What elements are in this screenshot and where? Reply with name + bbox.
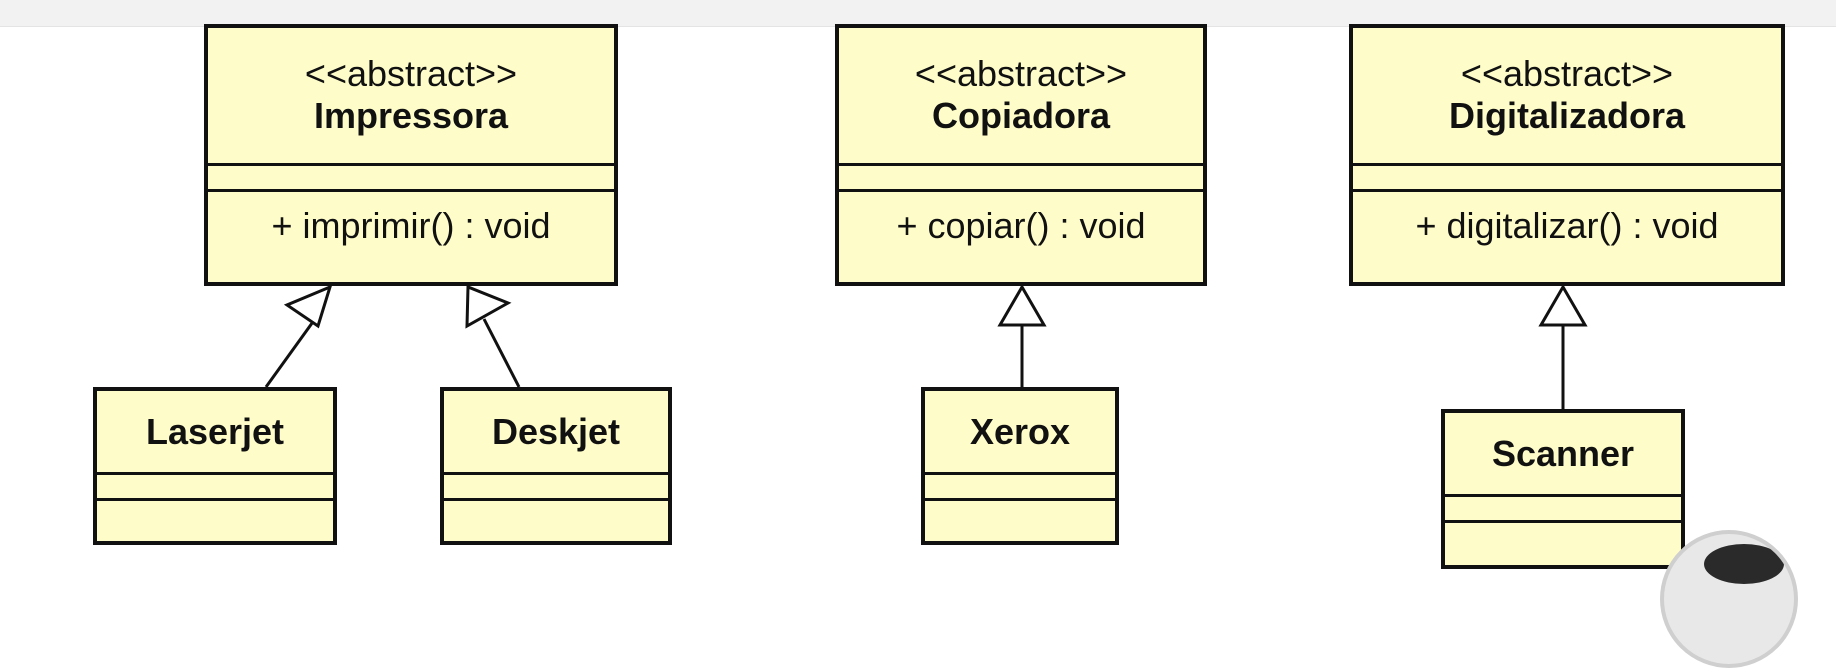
class-name: Impressora [313, 94, 509, 136]
stereotype-label: <<abstract>> [304, 52, 518, 94]
operations-section: + imprimir() : void [208, 192, 614, 260]
class-header: <<abstract>> Copiadora [839, 28, 1203, 166]
attributes-section [1353, 166, 1781, 192]
class-copiadora: <<abstract>> Copiadora + copiar() : void [835, 24, 1207, 286]
class-name: Scanner [1491, 432, 1635, 474]
attributes-section [925, 475, 1115, 501]
operations-section: + copiar() : void [839, 192, 1203, 260]
class-header: Scanner [1445, 413, 1681, 497]
class-deskjet: Deskjet [440, 387, 672, 545]
class-name: Xerox [969, 410, 1071, 452]
class-scanner: Scanner [1441, 409, 1685, 569]
class-header: <<abstract>> Impressora [208, 28, 614, 166]
attributes-section [1445, 497, 1681, 523]
class-xerox: Xerox [921, 387, 1119, 545]
class-digitalizadora: <<abstract>> Digitalizadora + digitaliza… [1349, 24, 1785, 286]
class-header: <<abstract>> Digitalizadora [1353, 28, 1781, 166]
operations-section: + digitalizar() : void [1353, 192, 1781, 260]
stereotype-label: <<abstract>> [914, 52, 1128, 94]
generalization-line-laserjet [264, 318, 317, 388]
operation-label: + copiar() : void [896, 205, 1146, 246]
attributes-section [97, 475, 333, 501]
class-name: Laserjet [145, 410, 285, 452]
attributes-section [208, 166, 614, 192]
class-header: Laserjet [97, 391, 333, 475]
generalization-arrowhead-laserjet [283, 284, 333, 329]
attributes-section [839, 166, 1203, 192]
class-name: Copiadora [931, 94, 1110, 136]
generalization-connectors [264, 284, 1588, 409]
class-name: Deskjet [491, 410, 621, 452]
generalization-arrowhead-scanner [1538, 284, 1588, 327]
operation-label: + imprimir() : void [271, 205, 551, 246]
attributes-section [444, 475, 668, 501]
stereotype-label: <<abstract>> [1460, 52, 1674, 94]
class-laserjet: Laserjet [93, 387, 337, 545]
presenter-avatar [1660, 530, 1798, 668]
operation-label: + digitalizar() : void [1415, 205, 1719, 246]
class-header: Xerox [925, 391, 1115, 475]
class-name: Digitalizadora [1448, 94, 1686, 136]
generalization-line-deskjet [482, 318, 521, 388]
class-impressora: <<abstract>> Impressora + imprimir() : v… [204, 24, 618, 286]
generalization-arrowhead-deskjet [465, 284, 512, 329]
class-header: Deskjet [444, 391, 668, 475]
avatar-hair [1704, 544, 1784, 584]
generalization-arrowhead-xerox [997, 284, 1047, 327]
